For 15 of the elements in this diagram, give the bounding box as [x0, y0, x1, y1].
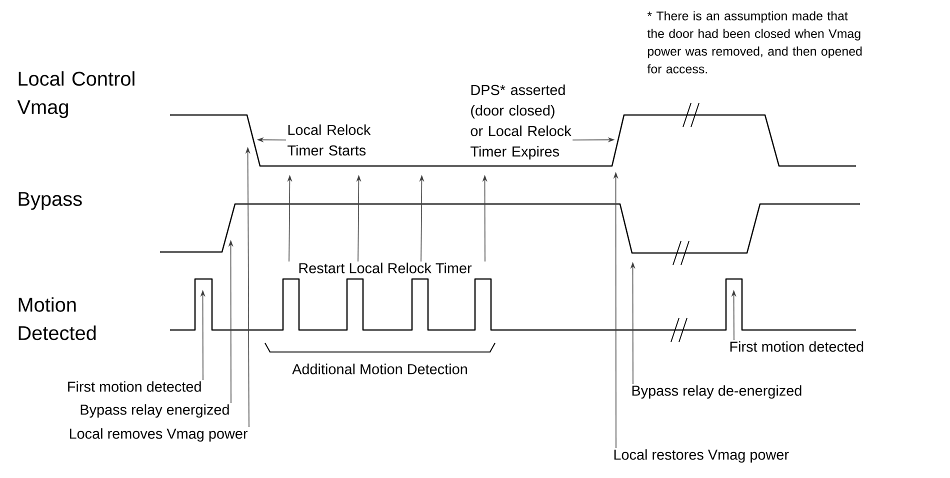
signal-name: Local Control Vmag: [17, 71, 134, 118]
annotation-text: Restart Local Relock Timer: [299, 262, 472, 274]
timing-waveform: [160, 203, 860, 254]
signal-name: Motion Detected: [18, 297, 96, 340]
annotation-text: Bypass relay de-energized: [632, 385, 802, 399]
annotation-text: Bypass relay energized: [80, 404, 229, 418]
annotation-text: First motion detected: [68, 381, 201, 392]
bracket-label: Additional Motion Detection: [292, 364, 467, 374]
annotation-text: DPS* asserted (door closed) or Local Relock Timer Expires: [470, 84, 572, 160]
annotation-text: First motion detected: [730, 341, 864, 352]
annotation-text: Local removes Vmag power: [70, 428, 248, 442]
timing-waveform: [170, 278, 856, 331]
footnote: * There is an assumption made that the door had been closed when Vmag power was removed, and then opened for access.: [647, 11, 862, 74]
signal-name: Bypass: [18, 192, 82, 210]
annotation-text: Local restores Vmag power: [614, 449, 789, 463]
